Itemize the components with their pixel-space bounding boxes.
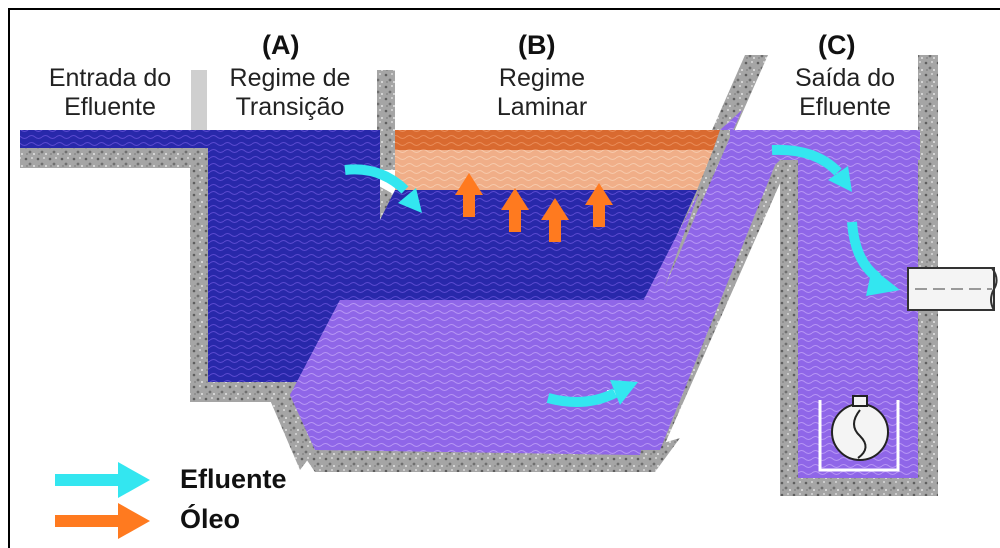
legend-oil-arrow <box>55 503 150 539</box>
section-b-line1: Regime <box>498 64 586 92</box>
inlet-label: Entrada do Efluente <box>30 64 190 122</box>
legend-effluent-arrow <box>55 462 150 498</box>
section-a-line1: Regime de <box>229 64 351 92</box>
section-a-header: (A) <box>262 30 300 60</box>
effluent-flow-arrows <box>344 144 900 407</box>
outlet-pipe <box>907 267 998 311</box>
chamber-b-water <box>340 190 697 300</box>
oil-arrow-1 <box>455 173 483 217</box>
section-c-line1: Saída do <box>794 64 896 92</box>
inlet-post <box>191 70 207 148</box>
section-a-label: Regime de Transição <box>210 64 370 122</box>
effluent-arrow-b <box>546 388 618 407</box>
inlet-label-line1: Entrada do <box>48 64 172 92</box>
water-bodies <box>20 110 920 478</box>
section-b-label: Regime Laminar <box>462 64 622 122</box>
legend-oil-label: Óleo <box>180 504 241 534</box>
section-c-header: (C) <box>818 30 856 60</box>
chamber-a-water <box>208 148 377 382</box>
section-c-label: Saída do Efluente <box>770 64 920 122</box>
effluent-arrow-a <box>344 164 409 194</box>
section-a-line2: Transição <box>235 93 345 121</box>
oil-arrow-3 <box>541 198 569 242</box>
section-b-header: (B) <box>518 30 556 60</box>
pump-box <box>818 395 900 472</box>
chamber-b-lower-water <box>290 205 700 455</box>
effluent-arrow-c1 <box>771 144 842 176</box>
oil-rising-arrows <box>455 173 613 242</box>
section-c-line2: Efluente <box>799 93 891 121</box>
inlet-water <box>20 130 380 148</box>
legend-effluent-label: Efluente <box>180 464 287 494</box>
oil-top-layer <box>395 130 720 150</box>
baffle-a <box>377 70 395 170</box>
diagram-frame <box>8 8 1000 548</box>
inlet-label-line2: Efluente <box>64 93 156 121</box>
oil-arrow-2 <box>501 188 529 232</box>
oil-arrow-4 <box>585 183 613 227</box>
rising-channel-water <box>622 110 780 450</box>
outlet-top-water <box>730 130 920 160</box>
section-b-line2: Laminar <box>496 93 588 121</box>
pump-icon <box>831 403 889 461</box>
oil-layer <box>395 150 713 190</box>
